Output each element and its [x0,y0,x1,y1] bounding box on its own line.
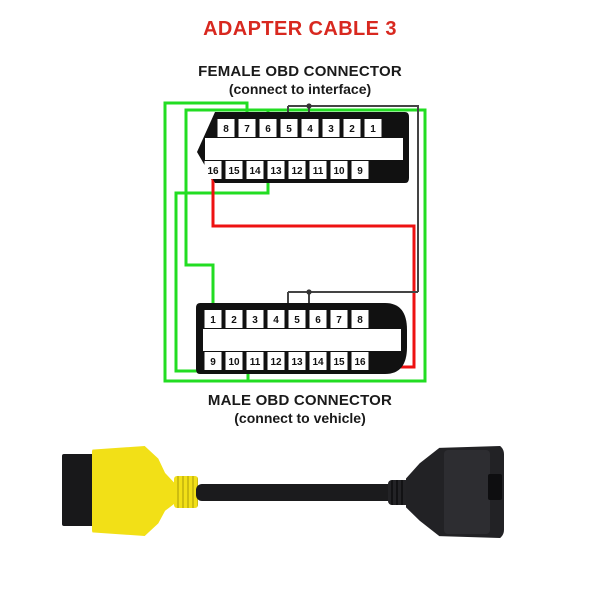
female-bottom-pin-16-label: 16 [207,166,219,177]
female-connector-caption: FEMALE OBD CONNECTOR (connect to interfa… [0,63,600,97]
male-top-pin-8-box[interactable] [351,310,369,328]
photo-black-connector-notch [488,474,502,500]
male-bottom-pin-15-label: 15 [333,357,345,368]
male-bottom-pin-10-box[interactable] [225,352,243,370]
male-bottom-pin-13-box[interactable] [288,352,306,370]
male-bottom-pin-9-label: 9 [210,357,216,368]
female-top-pin-2-box[interactable] [343,119,361,137]
male-top-pin-5-label: 5 [294,315,300,326]
male-bottom-pin-row: 9 10 11 12 13 14 15 16 [204,352,369,370]
female-bottom-pin-10-box[interactable] [330,161,348,179]
photo-cable [196,484,404,501]
cable-photo [48,432,553,562]
junction-dot-male [306,289,312,295]
female-top-pin-2-label: 2 [349,124,355,135]
male-top-pin-7-box[interactable] [330,310,348,328]
male-top-pin-1-label: 1 [210,315,216,326]
male-bottom-pin-10-label: 10 [228,357,240,368]
female-bottom-pin-12-label: 12 [291,166,303,177]
male-top-pin-2-box[interactable] [225,310,243,328]
male-bottom-pin-16-box[interactable] [351,352,369,370]
male-bottom-pin-14-label: 14 [312,357,324,368]
photo-black-connector-face [444,450,490,534]
male-bottom-pin-13-label: 13 [291,357,303,368]
female-bottom-pin-10-label: 10 [333,166,345,177]
wire-female7-to-male9 [163,101,250,383]
female-top-pin-4-box[interactable] [301,119,319,137]
female-bottom-pin-9-label: 9 [357,166,363,177]
photo-yellow-connector-body [92,446,177,536]
male-bottom-pin-12-box[interactable] [267,352,285,370]
male-top-pin-3-label: 3 [252,315,258,326]
photo-yellow-connector-pinhead [62,454,94,526]
female-top-pin-6-label: 6 [265,124,271,135]
page-title: ADAPTER CABLE 3 [203,18,397,40]
female-bottom-pin-14-box[interactable] [246,161,264,179]
male-top-pin-6-label: 6 [315,315,321,326]
male-top-pin-4-box[interactable] [267,310,285,328]
female-top-pin-7-label: 7 [244,124,250,135]
female-bottom-pin-16-box[interactable] [204,161,222,179]
male-bottom-pin-14-box[interactable] [309,352,327,370]
male-bottom-pin-11-box[interactable] [246,352,264,370]
female-top-pin-5-box[interactable] [280,119,298,137]
female-top-pin-1-label: 1 [370,124,376,135]
male-top-pin-8-label: 8 [357,315,363,326]
female-top-pin-8-label: 8 [223,124,229,135]
male-bottom-pin-12-label: 12 [270,357,282,368]
male-bottom-pin-11-label: 11 [250,357,261,368]
female-bottom-pin-13-label: 13 [270,166,282,177]
female-bottom-pin-12-box[interactable] [288,161,306,179]
wire-green-right-loop [186,108,427,383]
female-connector-slot [205,138,403,160]
male-top-pin-2-label: 2 [231,315,237,326]
female-bottom-pin-11-box[interactable] [309,161,327,179]
female-top-pin-1-box[interactable] [364,119,382,137]
female-caption-line2: (connect to interface) [228,81,372,97]
female-top-pin-row: 8 7 6 5 4 3 2 1 [217,119,382,137]
female-bottom-pin-row: 16 15 14 13 12 11 10 9 [204,161,369,179]
female-bottom-pin-9-box[interactable] [351,161,369,179]
male-top-pin-3-box[interactable] [246,310,264,328]
female-top-pin-4-label: 4 [307,124,313,135]
male-top-pin-5-box[interactable] [288,310,306,328]
female-bottom-pin-15-label: 15 [228,166,240,177]
male-caption-line1: MALE OBD CONNECTOR [207,392,393,409]
male-connector-caption: MALE OBD CONNECTOR (connect to vehicle) [0,392,600,426]
female-top-pin-7-box[interactable] [238,119,256,137]
wire-black-bus-top [288,105,419,292]
male-top-pin-6-box[interactable] [309,310,327,328]
female-top-pin-6-box[interactable] [259,119,277,137]
male-bottom-pin-9-box[interactable] [204,352,222,370]
female-top-pin-5-label: 5 [286,124,292,135]
male-top-pin-4-label: 4 [273,315,279,326]
photo-yellow-strain-relief [174,476,198,508]
male-top-pin-1-box[interactable] [204,310,222,328]
female-top-pin-3-label: 3 [328,124,334,135]
male-bottom-pin-15-box[interactable] [330,352,348,370]
male-caption-line2: (connect to vehicle) [234,410,366,426]
female-bottom-pin-14-label: 14 [249,166,261,177]
female-top-pin-8-box[interactable] [217,119,235,137]
female-caption-line1: FEMALE OBD CONNECTOR [198,63,402,80]
male-top-pin-row: 1 2 3 4 5 6 7 8 [204,310,369,328]
female-top-pin-3-box[interactable] [322,119,340,137]
male-bottom-pin-16-label: 16 [354,357,366,368]
junction-dot-female [306,103,312,109]
male-top-pin-7-label: 7 [336,315,342,326]
female-bottom-pin-11-label: 11 [313,166,324,177]
male-connector-slot [203,329,401,351]
female-bottom-pin-13-box[interactable] [267,161,285,179]
female-bottom-pin-15-box[interactable] [225,161,243,179]
